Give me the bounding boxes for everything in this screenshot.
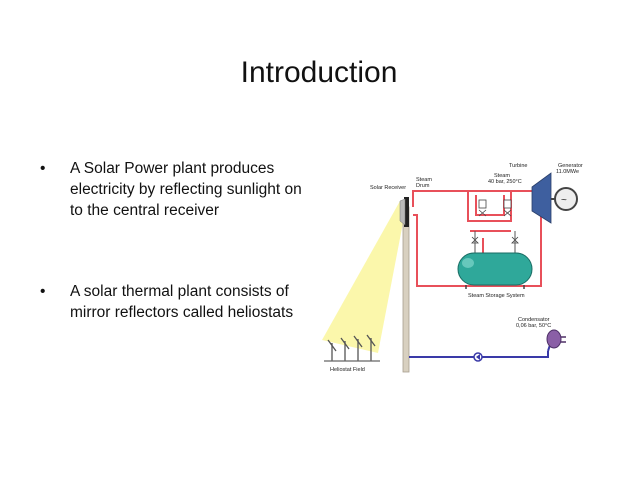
heliostat-mirrors: [324, 334, 380, 362]
bullet-marker: •: [40, 160, 46, 177]
generator-label: Generator 11.0MWe: [556, 163, 584, 175]
solar-receiver: [404, 197, 409, 227]
turbine: [531, 172, 552, 224]
bullet-text: A solar thermal plant consists of mirror…: [70, 283, 294, 321]
solar-plant-diagram: Heliostat Field Solar Receiver Steam Dru…: [322, 163, 584, 373]
steam-storage-label: Steam Storage System: [468, 293, 525, 299]
bullet-item: • A Solar Power plant produces electrici…: [38, 158, 306, 221]
pump-arrow: [476, 354, 480, 360]
bullet-item: • A solar thermal plant consists of mirr…: [38, 281, 306, 323]
bullet-marker: •: [40, 283, 46, 300]
slide-title: Introduction: [240, 56, 398, 89]
bullet-text: A Solar Power plant produces electricity…: [70, 160, 302, 219]
condensator-label-line-2: 0,06 bar, 50°C: [516, 323, 551, 329]
tank-highlight: [462, 258, 474, 268]
receiver-panel: [399, 198, 406, 226]
solar-receiver-label: Solar Receiver: [370, 185, 406, 191]
receiver-tower: [402, 206, 410, 373]
steam-label: Steam 40 bar, 250°C: [488, 173, 522, 185]
turbine-label: Turbine: [509, 163, 527, 169]
steam-label-line-1: Steam: [494, 173, 510, 179]
steam-label-line-2: 40 bar, 250°C: [488, 179, 522, 185]
steam-drum-label-line-1: Steam: [416, 177, 432, 183]
generator-label-line-2: 11.0MWe: [556, 169, 579, 175]
steam-drum-label: Steam Drum: [416, 177, 433, 189]
condensator: [546, 329, 562, 349]
condensator-label-line-1: Condensator: [518, 317, 550, 323]
bullet-list: • A Solar Power plant produces electrici…: [38, 158, 306, 323]
condensator-label: Condensator 0,06 bar, 50°C: [516, 317, 551, 329]
heliostat-field-label: Heliostat Field: [330, 367, 365, 373]
light-beam: [322, 201, 406, 353]
steam-storage-tank: [457, 252, 533, 286]
generator-symbol: ~: [561, 195, 567, 206]
storage-connectors: [474, 231, 516, 253]
generator-label-line-1: Generator: [558, 163, 583, 169]
steam-drum-label-line-2: Drum: [416, 183, 430, 189]
